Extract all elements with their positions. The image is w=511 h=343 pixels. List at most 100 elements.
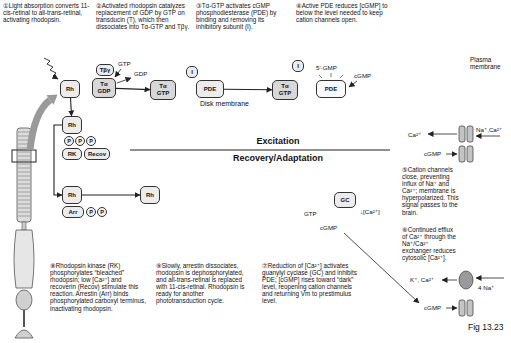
protein-shape: TαGTP xyxy=(150,80,176,100)
protein-name: P xyxy=(100,209,104,215)
protein-name: P xyxy=(78,138,82,144)
synaptic-terminal xyxy=(15,330,33,338)
label-slot: 4 Na⁺ xyxy=(478,284,494,291)
membrane-label: Disk membrane xyxy=(200,100,290,108)
channel xyxy=(459,300,465,316)
molecule-label: ↓[Ca²⁺] xyxy=(360,208,380,215)
molecule-label: GTP xyxy=(304,210,317,217)
protein-name: Tα xyxy=(281,83,288,90)
step-annotation: ④Active PDE reduces [cGMP] to below the … xyxy=(296,2,394,23)
protein-name: Rh xyxy=(68,122,76,129)
connecting-cilium xyxy=(22,222,26,230)
protein-shape: I xyxy=(186,66,198,78)
zoom-arrow-head xyxy=(46,94,57,104)
molecule-label: 4 Na⁺ xyxy=(478,284,494,291)
protein-shape: Tβγ xyxy=(96,64,114,76)
label-slot: ⑤Cation channels close, preventing influ… xyxy=(402,166,459,216)
axon xyxy=(23,310,25,327)
protein-name: P xyxy=(67,138,71,144)
label-slot: 5′-GMP xyxy=(316,64,337,71)
protein-name: GTP xyxy=(157,90,169,97)
protein-shape: PDE xyxy=(316,80,346,98)
ion-arrow xyxy=(476,136,500,137)
channel xyxy=(467,126,473,142)
figure-caption: Fig 13.23 xyxy=(468,322,503,332)
molecule-label: Ca²⁺ xyxy=(408,131,421,138)
step-annotation: ③Tα-GTP activates cGMP phosphodiesterase… xyxy=(196,2,290,30)
label-slot: cGMP xyxy=(424,150,441,157)
protein-shape: Rh xyxy=(140,186,160,204)
protein-name: Tα xyxy=(100,81,107,88)
light-ray xyxy=(44,58,58,79)
step-annotation: ②Activated rhodopsin catalyzes replaceme… xyxy=(96,2,190,30)
molecule-label: GDP xyxy=(134,70,147,77)
molecule-label: GTP xyxy=(118,60,131,67)
protein-shape: Rh xyxy=(60,80,80,98)
protein-name: Arr xyxy=(68,209,77,216)
molecule-label: K⁺, Ca²⁺ xyxy=(410,276,434,283)
nucleus xyxy=(16,290,32,310)
phase-label: Recovery/Adaptation xyxy=(158,153,398,163)
protein-name: I xyxy=(297,63,299,70)
zoom-arrow xyxy=(30,100,50,150)
protein-shape: TαGTP xyxy=(272,80,298,100)
exchanger xyxy=(459,271,473,289)
molecule-label: 5′-GMP xyxy=(316,64,337,71)
protein-name: Rh xyxy=(68,192,76,199)
label-slot: GTP xyxy=(118,60,131,67)
phosphate-circle: P xyxy=(64,136,74,146)
divider-line xyxy=(130,149,390,150)
label-slot: ⑥Continued efflux of Ca²⁺ through the Na… xyxy=(402,226,459,261)
protein-shape: Recov xyxy=(84,148,110,160)
protein-name: P xyxy=(89,138,93,144)
protein-name: Rh xyxy=(66,86,74,93)
membrane-label: Plasma membrane xyxy=(470,56,508,71)
disk-outline xyxy=(58,92,398,202)
flow-arrow xyxy=(71,98,72,116)
ion-arrow xyxy=(476,278,504,279)
molecule-label: cGMP xyxy=(424,304,441,311)
label-slot: ⑦Reduction of [Ca²⁺] activates guanylyl … xyxy=(262,262,362,305)
protein-shape: TαGDP xyxy=(92,78,116,98)
cell-shape xyxy=(47,53,466,338)
label-slot: cGMP xyxy=(424,304,441,311)
channel xyxy=(467,300,473,316)
label-slot: Fig 13.23 xyxy=(468,322,503,332)
label-slot: ④Active PDE reduces [cGMP] to below the … xyxy=(296,2,394,23)
protein-name: PDE xyxy=(325,86,337,93)
cgmp-arrow xyxy=(446,154,457,155)
ion-channels xyxy=(459,126,473,316)
protein-name: I xyxy=(191,69,193,76)
protein-name: Tα xyxy=(159,83,166,90)
label-slot: ↓[Ca²⁺] xyxy=(360,208,380,215)
protein-shape: RK xyxy=(62,148,82,160)
protein-name: GC xyxy=(341,197,350,204)
channel xyxy=(467,146,473,162)
label-slot: Na⁺,Ca²⁺ xyxy=(476,126,502,133)
flow-arrow xyxy=(82,194,140,195)
flow-arrow xyxy=(54,125,62,195)
flow-arrow xyxy=(116,88,150,89)
step-annotation: ①Light absorption converts 11-cis-retina… xyxy=(3,2,91,23)
channel xyxy=(459,146,465,162)
protein-shape: PDE xyxy=(196,80,224,98)
step-annotation: ⑦Reduction of [Ca²⁺] activates guanylyl … xyxy=(262,262,362,305)
inner-segment xyxy=(14,230,34,288)
channel xyxy=(459,126,465,142)
zoom-box xyxy=(12,150,36,162)
protein-name: Recov xyxy=(88,151,106,158)
protein-shape: GC xyxy=(334,192,356,208)
label-slot: ⑨Slowly, arrestin dissociates, rhodopsin… xyxy=(156,262,254,305)
label-slot: ①Light absorption converts 11-cis-retina… xyxy=(3,2,91,23)
molecule-label: cGMP xyxy=(424,150,441,157)
phosphate-circle: P xyxy=(86,207,96,217)
protein-name: PDE xyxy=(204,86,216,93)
molecule-label: Na⁺,Ca²⁺ xyxy=(476,126,502,133)
activity-sparkle xyxy=(319,73,343,78)
phase-label: Excitation xyxy=(158,136,398,146)
label-slot: GDP xyxy=(134,70,147,77)
step-annotation: ⑧Rhodopsin kinase (RK) phosphorylates “b… xyxy=(50,262,146,312)
ion-arrow xyxy=(428,134,457,135)
label-slot: ⑧Rhodopsin kinase (RK) phosphorylates “b… xyxy=(50,262,146,312)
